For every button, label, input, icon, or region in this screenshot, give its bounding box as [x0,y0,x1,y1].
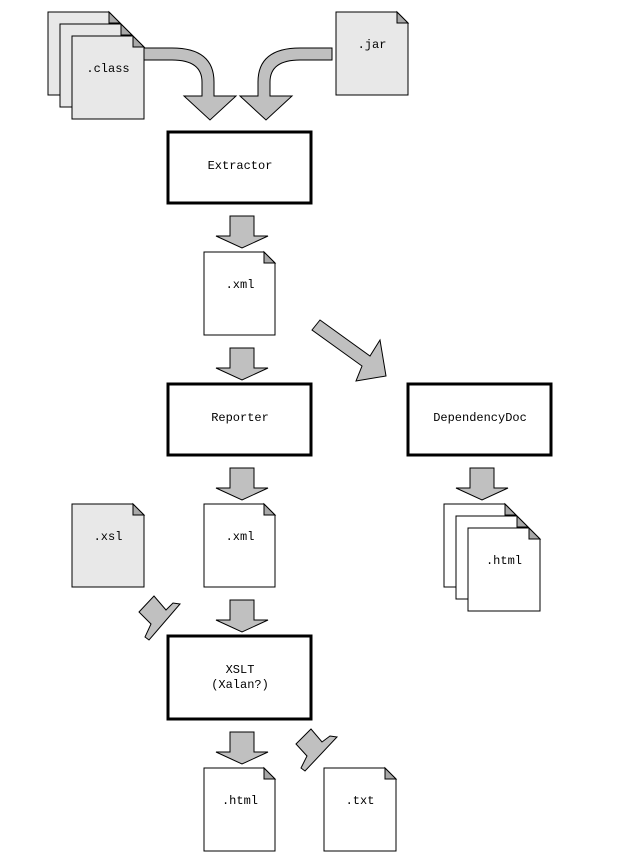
xml-extract-label: .xml [226,278,255,292]
dep-html-doc-front [467,526,542,612]
dependencydoc-label: DependencyDoc [433,411,527,425]
xsl-doc: .xsl [71,502,146,588]
jar-doc: .jar [335,10,410,96]
txt-output-doc: .txt [323,766,398,852]
xml-extract-doc: .xml [203,250,277,336]
reporter-to-xml-arrow [215,467,269,501]
xml-to-dependencydoc-arrow [311,319,387,382]
dep-html-label: .html [486,554,522,568]
html-output-label: .html [222,794,258,808]
jar-to-extractor-arrow [238,47,333,121]
class-to-extractor-arrow [143,47,238,121]
reporter-label: Reporter [211,411,269,425]
jar-doc-label: .jar [358,38,387,52]
xml-to-xslt-arrow [215,599,269,633]
class-doc-label: .class [86,62,129,76]
xslt-to-txt-arrow [295,728,339,772]
xml-report-label: .xml [226,530,255,544]
extractor-box: Extractor [166,130,313,205]
xslt-box: XSLT (Xalan?) [166,634,313,721]
dependencydoc-to-html-arrow [455,467,509,501]
xsl-to-xslt-arrow [138,595,181,641]
xslt-to-html-arrow [215,731,269,765]
reporter-box: Reporter [166,382,313,457]
txt-output-label: .txt [346,794,375,808]
xml-to-reporter-arrow [215,347,269,381]
class-doc-front [71,34,146,120]
extractor-label: Extractor [208,159,273,173]
xslt-label-line2: (Xalan?) [211,678,269,692]
xml-report-doc: .xml [203,502,277,588]
xslt-label-line1: XSLT [226,663,255,677]
dependency-html-stack: .html [443,502,542,612]
xsl-doc-label: .xsl [94,530,123,544]
class-files-stack: .class [47,10,146,120]
dependencydoc-box: DependencyDoc [406,382,553,457]
extractor-to-xml-arrow [215,215,269,249]
html-output-doc: .html [203,766,277,852]
